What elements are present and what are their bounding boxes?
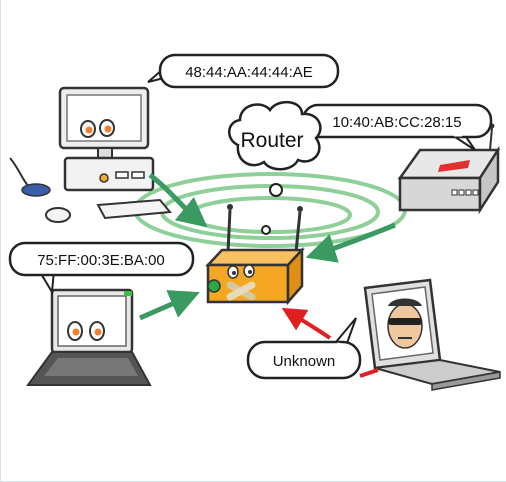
arrows	[138, 173, 396, 378]
unknown-label: Unknown	[273, 353, 336, 370]
masked-face-icon	[387, 298, 423, 349]
router-icon	[205, 204, 305, 306]
device-mac-label: 10:40:AB:CC:28:15	[332, 114, 461, 131]
laptop-icon	[26, 288, 152, 386]
router-taped-mouth-icon	[226, 281, 256, 301]
desktop-mac-label: 48:44:AA:44:44:AE	[185, 64, 313, 81]
intruder-link-line	[359, 368, 379, 378]
router-thought-cloud: Router	[228, 101, 322, 235]
unknown-bubble: Unknown	[246, 317, 362, 380]
laptop-eyes-icon	[67, 321, 105, 341]
intruder-to-router-arrow	[281, 307, 332, 340]
desktop-to-router-arrow	[148, 173, 208, 228]
network-device-icon	[397, 123, 501, 215]
desktop-eyes-icon	[80, 119, 115, 138]
desktop-mac-bubble: 48:44:AA:44:44:AE	[147, 53, 340, 89]
laptop-mac-label: 75:FF:00:3E:BA:00	[37, 252, 165, 269]
device-to-router-arrow	[305, 222, 396, 263]
laptop-mac-bubble: 75:FF:00:3E:BA:00	[8, 241, 195, 296]
laptop-to-router-arrow	[138, 290, 200, 321]
router-eyes-icon	[227, 264, 255, 279]
device-mac-bubble: 10:40:AB:CC:28:15	[301, 103, 493, 151]
desktop-computer-icon	[9, 86, 172, 223]
intruder-laptop-icon	[363, 278, 501, 391]
router-cloud-label: Router	[240, 129, 303, 152]
